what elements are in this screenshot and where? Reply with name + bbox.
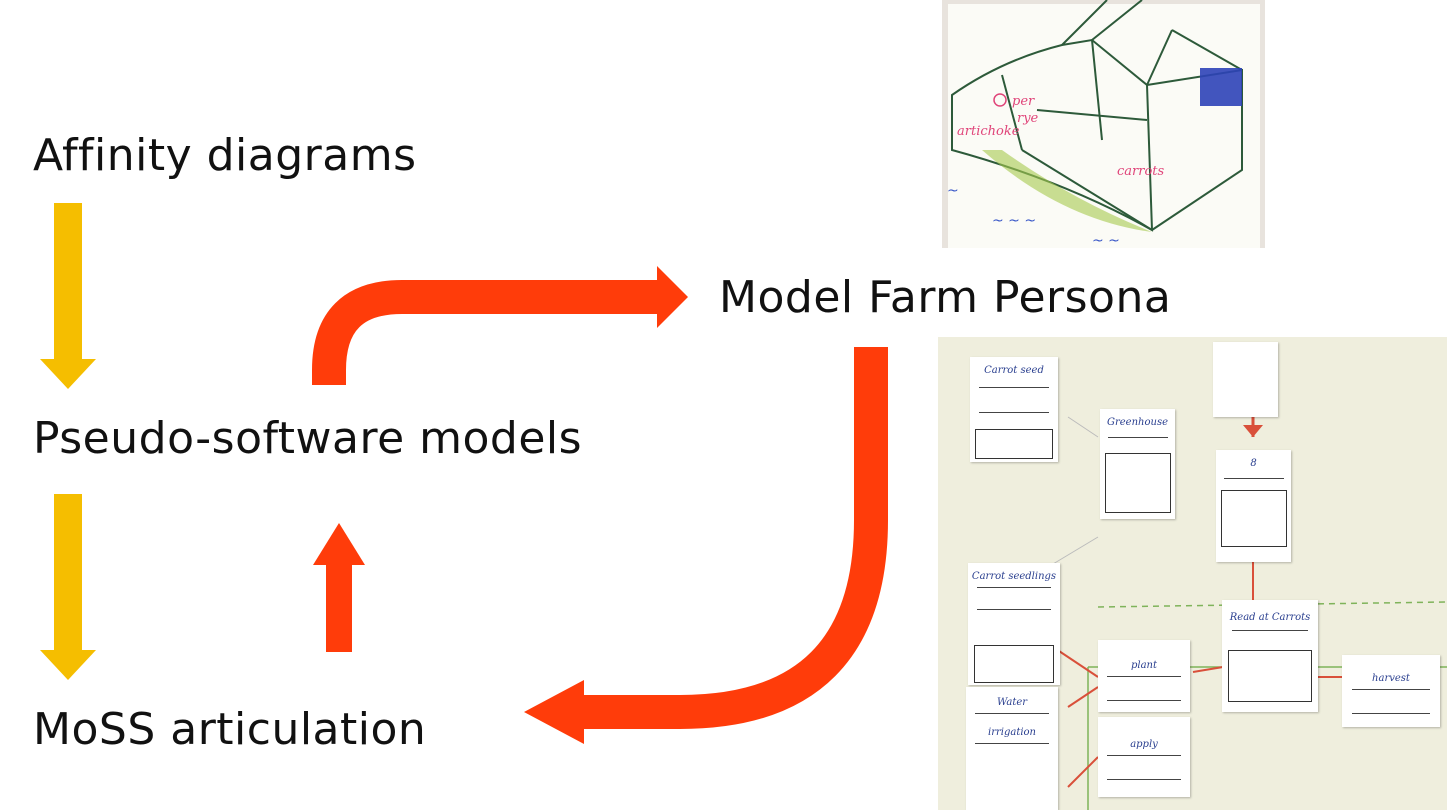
paper-card: Read at Carrots [1222, 600, 1318, 712]
arrow-persona-to-moss [524, 347, 888, 744]
svg-text:carrots: carrots [1117, 164, 1165, 179]
arrow-pseudo-to-persona [312, 266, 688, 385]
arrow-pseudo-to-moss [40, 494, 96, 680]
paper-card: harvest [1342, 655, 1440, 727]
paper-card: apply [1098, 717, 1190, 797]
svg-text:~ ~: ~ ~ [1092, 233, 1120, 248]
paper-card: 8 [1216, 450, 1291, 562]
node-affinity-diagrams: Affinity diagrams [33, 130, 417, 181]
node-model-farm-persona: Model Farm Persona [719, 272, 1172, 323]
svg-text:~: ~ [947, 183, 959, 199]
arrow-moss-to-pseudo [313, 523, 365, 652]
paper-model-photo: Carrot seed Greenhouse 8 Carrot seedling… [938, 337, 1447, 810]
svg-text:~ ~ ~: ~ ~ ~ [992, 213, 1036, 229]
paper-card: Carrot seed [970, 357, 1058, 462]
paper-card: Carrot seedlings [968, 563, 1060, 685]
farm-sketch-photo: artichoke per rye carrots ~ ~ ~ ~ ~ ~ [942, 0, 1265, 248]
paper-card [1213, 342, 1278, 417]
svg-text:rye: rye [1017, 111, 1039, 126]
arrow-affinity-to-pseudo [40, 203, 96, 389]
paper-card: Water irrigation [966, 687, 1058, 810]
node-moss-articulation: MoSS articulation [33, 704, 427, 755]
paper-card: Greenhouse [1100, 409, 1175, 519]
node-pseudo-software-models: Pseudo-software models [33, 413, 583, 464]
svg-text:per: per [1012, 94, 1035, 109]
svg-text:artichoke: artichoke [957, 124, 1020, 139]
paper-card: plant [1098, 640, 1190, 712]
